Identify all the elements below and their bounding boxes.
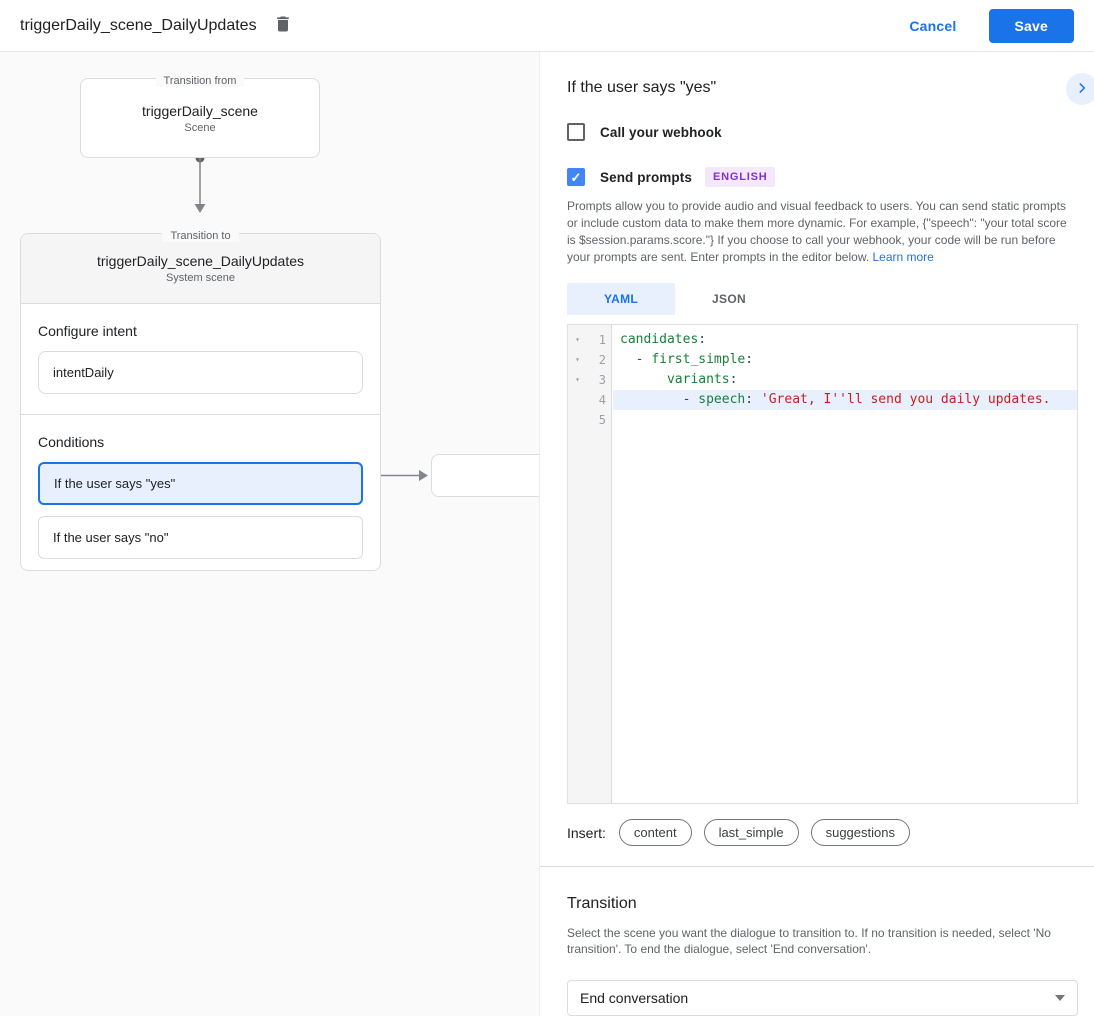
language-badge: ENGLISH xyxy=(704,167,776,187)
code-token: candidates xyxy=(620,332,699,347)
editor-code-line[interactable]: - speech: 'Great, I''ll send you daily u… xyxy=(613,390,1077,410)
node-next-scene[interactable] xyxy=(431,454,539,497)
editor-line[interactable]: 5 xyxy=(568,410,1077,430)
insert-content-button[interactable]: content xyxy=(618,819,692,846)
fold-arrow-icon[interactable]: ▾ xyxy=(575,375,580,384)
transition-description: Select the scene you want the dialogue t… xyxy=(567,926,1051,956)
code-token: - xyxy=(620,352,652,367)
insert-label: Insert: xyxy=(567,824,606,841)
node-transition-from[interactable]: Transition from triggerDaily_scene Scene xyxy=(80,75,320,158)
line-number: 1 xyxy=(598,333,606,347)
insert-suggestions-button[interactable]: suggestions xyxy=(810,819,910,846)
learn-more-link[interactable]: Learn more xyxy=(872,250,934,264)
intent-card[interactable]: intentDaily xyxy=(38,351,363,394)
editor-line[interactable]: 4 - speech: 'Great, I''ll send you daily… xyxy=(568,390,1077,410)
code-token xyxy=(620,372,667,387)
transition-select-value: End conversation xyxy=(580,990,689,1006)
configure-intent-label: Configure intent xyxy=(38,323,137,339)
code-token: 'Great, I''ll send you daily updates. xyxy=(760,392,1051,407)
collapse-panel-button[interactable] xyxy=(1066,73,1094,105)
code-token: variants xyxy=(666,372,730,387)
node-from-subtitle: Scene xyxy=(184,121,216,134)
send-prompts-label: Send prompts xyxy=(600,169,692,185)
node-to-title: triggerDaily_scene_DailyUpdates xyxy=(97,253,304,269)
send-prompts-checkbox[interactable]: ✓ xyxy=(567,168,585,186)
code-token: - xyxy=(620,392,699,407)
transition-title: Transition xyxy=(567,895,637,912)
editor-gutter-cell: 4 xyxy=(568,390,613,410)
scene-title: triggerDaily_scene_DailyUpdates xyxy=(20,16,257,34)
transition-select[interactable]: End conversation xyxy=(567,980,1078,1016)
section-divider xyxy=(540,866,1094,867)
condition-card-yes[interactable]: If the user says "yes" xyxy=(38,462,363,505)
webhook-checkbox-row[interactable]: Call your webhook xyxy=(567,123,1078,141)
editor-line[interactable]: ▾2 - first_simple: xyxy=(568,350,1077,370)
line-number: 3 xyxy=(598,373,606,387)
editor-code-line[interactable] xyxy=(613,410,1077,430)
code-token: : xyxy=(729,372,738,387)
delete-scene-button[interactable] xyxy=(273,14,293,37)
tab-json[interactable]: JSON xyxy=(712,292,746,306)
line-number: 5 xyxy=(598,413,606,427)
code-token: : xyxy=(698,332,707,347)
editor-format-tabs: YAML JSON xyxy=(567,283,1078,315)
panel-title: If the user says "yes" xyxy=(567,79,717,96)
webhook-checkbox[interactable] xyxy=(567,123,585,141)
prompts-description: Prompts allow you to provide audio and v… xyxy=(567,199,1067,264)
fold-arrow-icon[interactable]: ▾ xyxy=(575,355,580,364)
fold-arrow-icon[interactable]: ▾ xyxy=(575,335,580,344)
save-button[interactable]: Save xyxy=(988,8,1074,43)
condition-card-no[interactable]: If the user says "no" xyxy=(38,516,363,559)
webhook-label: Call your webhook xyxy=(600,124,722,140)
code-token: speech xyxy=(698,392,746,407)
chevron-right-icon xyxy=(1075,81,1089,98)
editor-line[interactable]: ▾3 variants: xyxy=(568,370,1077,390)
editor-code-line[interactable]: candidates: xyxy=(613,330,1077,350)
top-bar: triggerDaily_scene_DailyUpdates Cancel S… xyxy=(0,0,1094,52)
node-to-subtitle: System scene xyxy=(165,272,236,284)
line-number: 2 xyxy=(598,353,606,367)
scene-diagram-canvas[interactable]: Transition from triggerDaily_scene Scene… xyxy=(0,52,540,1016)
tab-yaml[interactable]: YAML xyxy=(567,283,675,315)
trash-icon xyxy=(273,14,293,37)
condition-detail-panel: If the user says "yes" Call your webhook… xyxy=(540,52,1094,1016)
code-token: : xyxy=(745,392,761,407)
editor-gutter-cell: ▾1 xyxy=(568,330,613,350)
checkmark-icon: ✓ xyxy=(570,169,582,185)
editor-code-line[interactable]: - first_simple: xyxy=(613,350,1077,370)
editor-gutter-background xyxy=(568,325,612,803)
node-transition-to[interactable]: Transition to triggerDaily_scene_DailyUp… xyxy=(20,230,381,571)
code-token: : xyxy=(745,352,754,367)
line-number: 4 xyxy=(598,393,606,407)
code-token: first_simple xyxy=(651,352,746,367)
insert-last-simple-button[interactable]: last_simple xyxy=(703,819,799,846)
conditions-section: Conditions If the user says "yes" If the… xyxy=(21,415,380,579)
insert-row: Insert: content last_simple suggestions xyxy=(567,819,1078,846)
node-to-header: triggerDaily_scene_DailyUpdates System s… xyxy=(21,234,380,304)
conditions-label: Conditions xyxy=(38,434,105,450)
editor-code-line[interactable]: variants: xyxy=(613,370,1077,390)
configure-intent-section: Configure intent intentDaily xyxy=(21,304,380,415)
cancel-button[interactable]: Cancel xyxy=(893,10,972,42)
editor-gutter-cell: ▾3 xyxy=(568,370,613,390)
send-prompts-checkbox-row[interactable]: ✓ Send prompts ENGLISH xyxy=(567,167,1078,187)
dropdown-arrow-icon xyxy=(1055,995,1065,1001)
node-from-title: triggerDaily_scene xyxy=(142,102,258,119)
editor-gutter-cell: ▾2 xyxy=(568,350,613,370)
editor-gutter-cell: 5 xyxy=(568,410,613,430)
